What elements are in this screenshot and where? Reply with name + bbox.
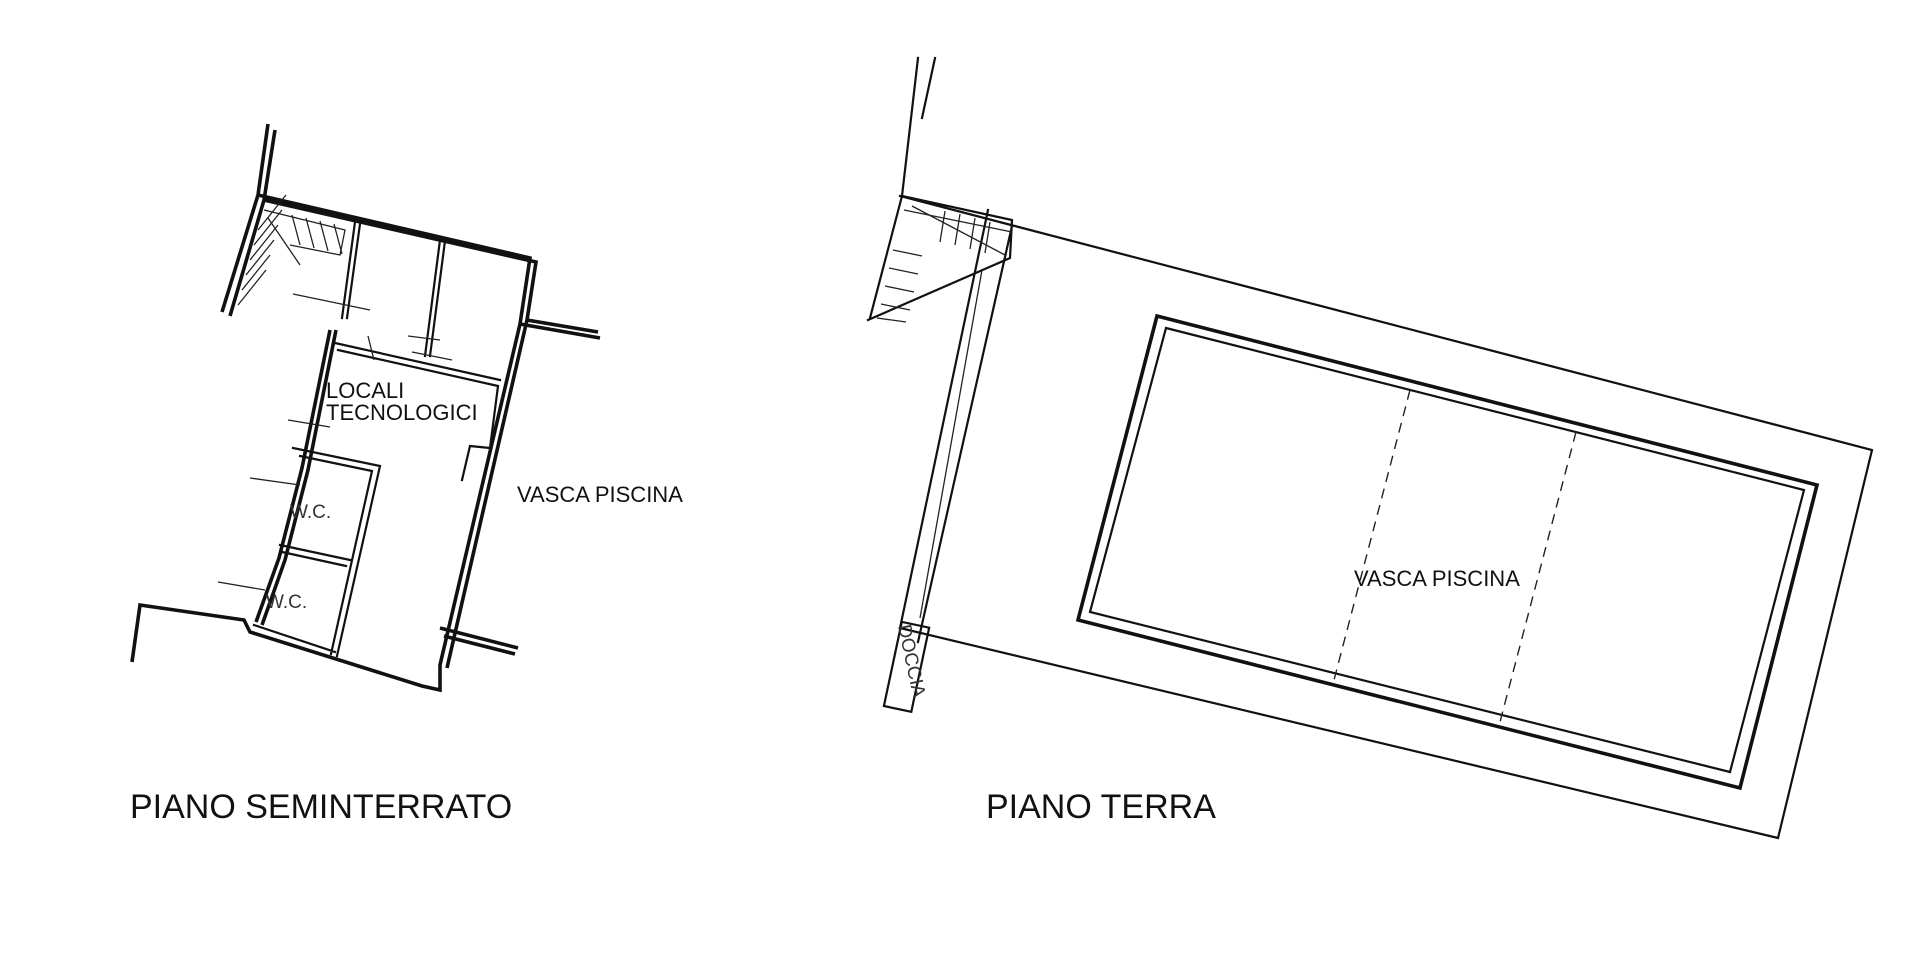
basement-west-wall <box>254 329 338 626</box>
ground-floor-plan: DOCCIA VASCA PISCINA PIANO TERRA <box>866 56 1874 840</box>
pool-basin-inner <box>1088 326 1806 774</box>
corridor-line <box>919 269 983 619</box>
basement-door-marks <box>217 293 453 591</box>
basement-plan-title: PIANO SEMINTERRATO <box>130 788 512 826</box>
ground-pool-label: VASCA PISCINA <box>1354 566 1520 591</box>
shower-box <box>882 620 931 714</box>
ground-floor-plan-title: PIANO TERRA <box>986 788 1216 826</box>
basement-outer-wall <box>130 123 601 693</box>
ground-floor-boundary <box>866 56 1874 840</box>
pool-basin-outer <box>1075 313 1820 791</box>
basement-staircase <box>237 194 346 306</box>
basement-pool-label: VASCA PISCINA <box>517 482 683 507</box>
tech-rooms-label-line2: TECNOLOGICI <box>326 400 478 425</box>
wc-2-label: W.C. <box>266 592 307 613</box>
wc-1-label: W.C. <box>290 502 331 523</box>
basement-partition-walls <box>252 220 502 658</box>
ground-floor-staircase <box>876 205 1013 323</box>
pool-divider-1 <box>1333 389 1411 681</box>
tech-rooms-label-line1: LOCALI <box>326 378 404 403</box>
basement-plan: LOCALI TECNOLOGICI W.C. W.C. VASCA PISCI… <box>130 123 683 826</box>
